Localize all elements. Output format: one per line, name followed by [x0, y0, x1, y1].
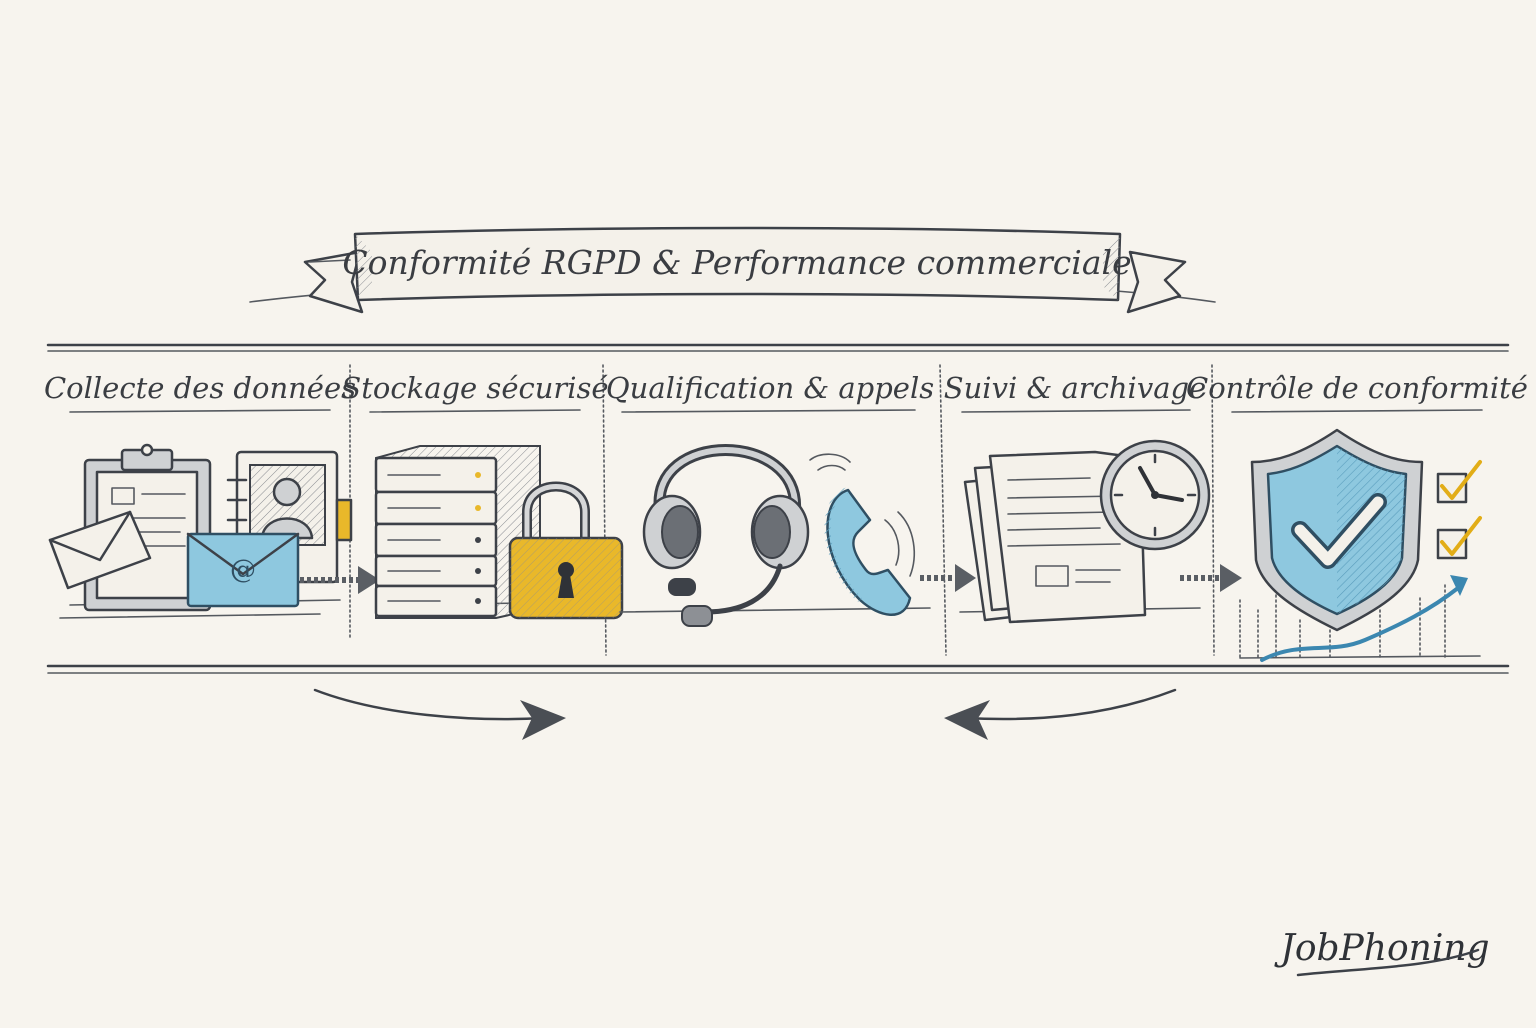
- documents-icon: [963, 450, 1147, 624]
- flow-arrow-2: [920, 564, 976, 592]
- clock-icon: [1099, 439, 1211, 551]
- brand-logo: JobPhoning: [1273, 928, 1490, 977]
- step-suivi: [959, 439, 1242, 624]
- padlock-icon: [508, 481, 624, 620]
- brand-name: JobPhoning: [1273, 928, 1489, 969]
- server-stack-icon: [374, 445, 541, 619]
- step-label-suivi: Suivi & archivage: [944, 371, 1206, 405]
- step-label-stockage: Stockage sécurisé: [341, 371, 608, 405]
- step-qualification: [619, 444, 976, 627]
- phone-handset-icon: [809, 453, 916, 616]
- email-at-icon: @: [186, 532, 300, 608]
- step-labels: Collecte des données Stockage sécurisé Q…: [44, 371, 1528, 413]
- shield-check-icon: [1250, 428, 1424, 632]
- step-collecte: @: [48, 443, 380, 619]
- diagram-title: Conformité RGPD & Performance commercial…: [342, 243, 1131, 282]
- step-label-collecte: Collecte des données: [44, 371, 356, 405]
- flow-arrow-3: [1180, 564, 1242, 592]
- envelope-icon: [48, 510, 152, 590]
- step-label-qualification: Qualification & appels: [606, 371, 934, 405]
- step-stockage: [374, 445, 624, 620]
- step-label-controle: Contrôle de conformité: [1186, 371, 1528, 405]
- growth-chart-icon: [1239, 575, 1481, 662]
- headset-icon: [642, 444, 810, 627]
- flow-arrow-1: [300, 566, 380, 594]
- svg-text:@: @: [230, 555, 256, 585]
- step-controle: [1239, 428, 1482, 662]
- checkbox-icon: [1436, 460, 1482, 560]
- title-banner: Conformité RGPD & Performance commercial…: [249, 226, 1216, 314]
- cycle-arrows: [313, 688, 1177, 740]
